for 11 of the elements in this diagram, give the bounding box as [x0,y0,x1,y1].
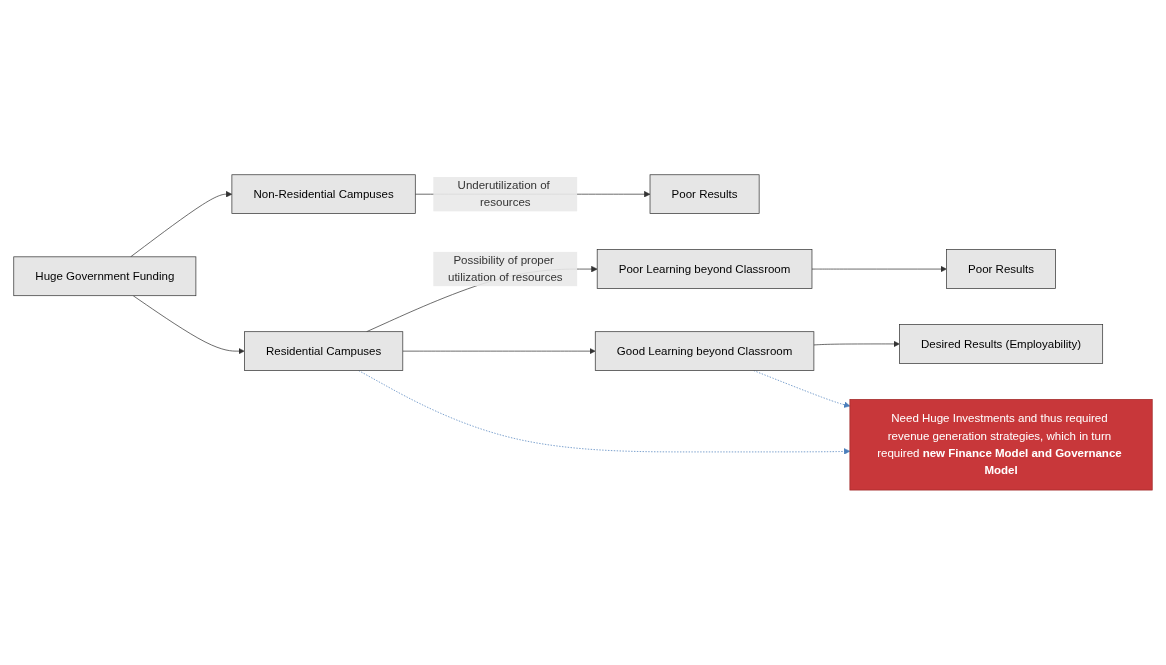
node-box: Non-Residential Campuses [231,174,416,215]
node-box: Residential Campuses [244,331,404,371]
node-box: Desired Results (Employability) [899,324,1104,364]
node-box: Need Huge Investments and thus required revenue generation strategies, which in turn required new Finance Model and Governance Model [849,399,1153,491]
node-box: Poor Results [649,174,760,215]
node-box: Huge Government Funding [13,256,197,297]
node-box: Poor Learning beyond Classroom [596,249,813,289]
edge-label: Possibility of proper utilization of resources [447,254,563,284]
node-box: Poor Results [946,249,1056,289]
node-box: Good Learning beyond Classroom [594,331,815,371]
edge-label: Underutilization of resources [457,179,550,209]
